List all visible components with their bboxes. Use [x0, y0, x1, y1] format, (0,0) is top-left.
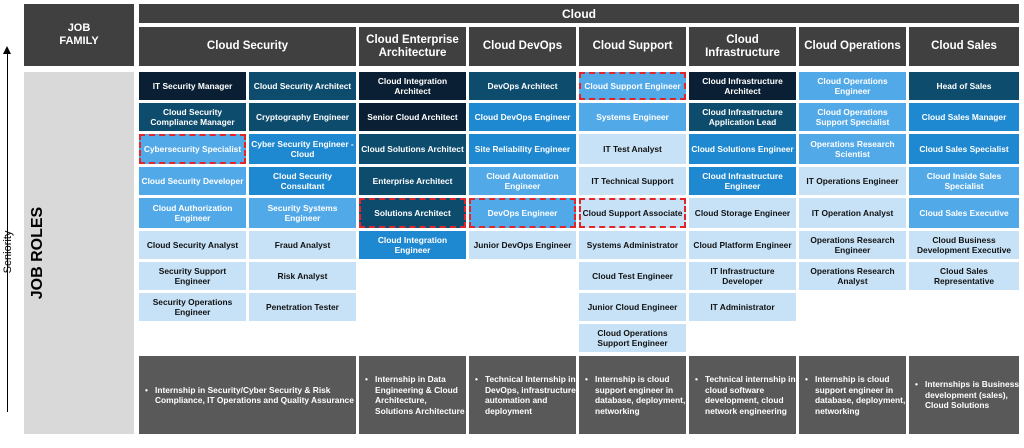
role-cell: Fraud Analyst: [249, 231, 356, 259]
role-cell: Security Systems Engineer: [249, 198, 356, 228]
role-cell: Site Reliability Engineer: [469, 134, 576, 164]
internship-text: Technical internship in cloud software d…: [695, 374, 796, 416]
internship-text: Internship in Security/Cyber Security & …: [145, 385, 356, 406]
seniority-label: Seniority: [2, 230, 14, 274]
role-cell: Head of Sales: [909, 72, 1019, 100]
role-cell: Cloud Automation Engineer: [469, 167, 576, 195]
internship-cell: Internship in Data Engineering & Cloud A…: [359, 356, 466, 434]
role-cell: Cyber Security Engineer - Cloud: [249, 134, 356, 164]
role-cell: Cloud Security Architect: [249, 72, 356, 100]
role-cell-highlighted: Cloud Support Associate: [579, 198, 686, 228]
internship-cell: Internship is cloud support engineer in …: [579, 356, 686, 434]
internship-cell: Internship in Security/Cyber Security & …: [139, 356, 356, 434]
internship-text: Internship is cloud support engineer in …: [585, 374, 686, 416]
internship-cell: Technical internship in cloud software d…: [689, 356, 796, 434]
role-cell: Cloud Solutions Engineer: [689, 134, 796, 164]
column-header-cloud-infrastructure: Cloud Infrastructure: [689, 27, 796, 66]
column-header-cloud-operations: Cloud Operations: [799, 27, 906, 66]
internship-cell: Technical Internship in DevOps, infrastr…: [469, 356, 576, 434]
role-cell: IT Operation Analyst: [799, 198, 906, 228]
role-cell: Cloud Solutions Architect: [359, 134, 466, 164]
job-roles-label: JOB ROLES: [29, 206, 46, 300]
internship-cell: Internships is Business development (sal…: [909, 356, 1019, 434]
role-cell: Security Operations Engineer: [139, 293, 246, 321]
role-cell: Cloud DevOps Engineer: [469, 103, 576, 131]
role-cell: Systems Engineer: [579, 103, 686, 131]
role-cell: Cloud Operations Support Engineer: [579, 324, 686, 352]
role-cell: Cloud Sales Specialist: [909, 134, 1019, 164]
job-roles-sidebar: [24, 72, 134, 434]
role-cell: Enterprise Architect: [359, 167, 466, 195]
column-header-cloud-enterprise-architecture: Cloud Enterprise Architecture: [359, 27, 466, 66]
column-header-cloud-sales: Cloud Sales: [909, 27, 1019, 66]
role-cell-highlighted: DevOps Engineer: [469, 198, 576, 228]
role-cell: Cloud Integration Architect: [359, 72, 466, 100]
role-cell: Cloud Infrastructure Architect: [689, 72, 796, 100]
internship-text: Internship is cloud support engineer in …: [805, 374, 906, 416]
role-cell: Cloud Infrastructure Application Lead: [689, 103, 796, 131]
role-cell: Cloud Sales Representative: [909, 262, 1019, 290]
role-cell: Cloud Inside Sales Specialist: [909, 167, 1019, 195]
job-family-label: JOB FAMILY: [24, 4, 134, 66]
role-cell-highlighted: Solutions Architect: [359, 198, 466, 228]
seniority-arrow-line: [7, 52, 8, 412]
role-cell: Junior DevOps Engineer: [469, 231, 576, 259]
internship-cell: Internship is cloud support engineer in …: [799, 356, 906, 434]
role-cell: Cloud Security Developer: [139, 167, 246, 195]
role-cell: Cloud Business Development Executive: [909, 231, 1019, 259]
role-cell: Cloud Storage Engineer: [689, 198, 796, 228]
role-cell: Operations Research Analyst: [799, 262, 906, 290]
role-cell: Junior Cloud Engineer: [579, 293, 686, 321]
role-cell: Cryptography Engineer: [249, 103, 356, 131]
role-cell: Cloud Integration Engineer: [359, 231, 466, 259]
role-cell: IT Infrastructure Developer: [689, 262, 796, 290]
role-cell: IT Security Manager: [139, 72, 246, 100]
cloud-banner: Cloud: [139, 4, 1019, 23]
column-header-cloud-security: Cloud Security: [139, 27, 356, 66]
column-header-cloud-devops: Cloud DevOps: [469, 27, 576, 66]
role-cell: Operations Research Engineer: [799, 231, 906, 259]
column-header-cloud-support: Cloud Support: [579, 27, 686, 66]
role-cell: IT Test Analyst: [579, 134, 686, 164]
role-cell: Risk Analyst: [249, 262, 356, 290]
role-cell: Cloud Sales Executive: [909, 198, 1019, 228]
role-cell: Cloud Security Analyst: [139, 231, 246, 259]
role-cell: Cloud Authorization Engineer: [139, 198, 246, 228]
role-cell: Cloud Test Engineer: [579, 262, 686, 290]
role-cell: IT Technical Support: [579, 167, 686, 195]
role-cell: IT Operations Engineer: [799, 167, 906, 195]
seniority-arrow-head: [3, 46, 11, 54]
role-cell: Cloud Operations Engineer: [799, 72, 906, 100]
role-cell: Cloud Security Compliance Manager: [139, 103, 246, 131]
role-cell: Senior Cloud Architect: [359, 103, 466, 131]
role-cell: DevOps Architect: [469, 72, 576, 100]
role-cell-highlighted: Cloud Support Engineer: [579, 72, 686, 100]
internship-text: Internships is Business development (sal…: [915, 379, 1019, 411]
role-cell: IT Administrator: [689, 293, 796, 321]
role-cell: Cloud Operations Support Specialist: [799, 103, 906, 131]
internship-text: Technical Internship in DevOps, infrastr…: [475, 374, 576, 416]
role-cell: Cloud Security Consultant: [249, 167, 356, 195]
role-cell: Operations Research Scientist: [799, 134, 906, 164]
role-cell: Penetration Tester: [249, 293, 356, 321]
internship-text: Internship in Data Engineering & Cloud A…: [365, 374, 466, 416]
role-cell: Security Support Engineer: [139, 262, 246, 290]
role-cell: Cloud Infrastructure Engineer: [689, 167, 796, 195]
role-cell: Cloud Platform Engineer: [689, 231, 796, 259]
role-cell-highlighted: Cybersecurity Specialist: [139, 134, 246, 164]
role-cell: Cloud Sales Manager: [909, 103, 1019, 131]
role-cell: Systems Administrator: [579, 231, 686, 259]
